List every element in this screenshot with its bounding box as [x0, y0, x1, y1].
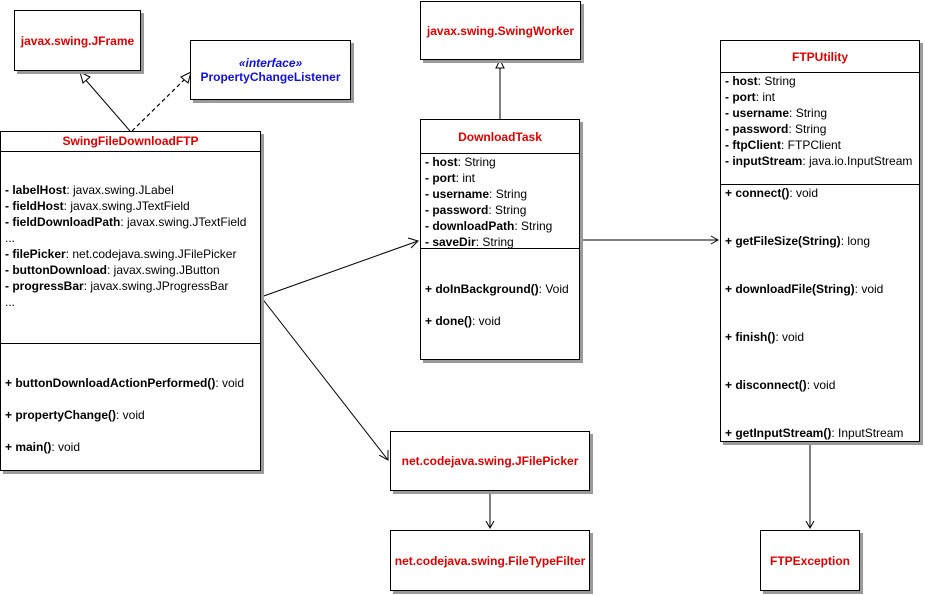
association-arrowhead-downloadtask	[407, 237, 419, 249]
downloadtask-op-1: + done(): void	[425, 314, 501, 328]
ftputility-attr-1: - port: int	[725, 90, 775, 104]
main-attr-3: ...	[5, 231, 16, 245]
association-arrowhead-ftpexception	[805, 520, 815, 530]
class-downloadtask-ops-divider	[421, 248, 579, 249]
main-op-2: + main(): void	[5, 440, 81, 454]
class-swingworker-name: javax.swing.SwingWorker	[426, 23, 575, 38]
ftputility-op-2: + downloadFile(String): void	[725, 282, 884, 296]
ftputility-attr-3: - password: String	[725, 122, 827, 136]
realization-pcl	[131, 77, 187, 132]
class-downloadtask-name: DownloadTask	[458, 130, 542, 144]
class-filetypefilter: net.codejava.swing.FileTypeFilter	[390, 530, 590, 591]
class-downloadtask-name-divider	[421, 153, 579, 154]
ftputility-attr-4: - ftpClient: FTPClient	[725, 138, 842, 152]
class-main-name: SwingFileDownloadFTP	[62, 134, 199, 148]
class-swing-file-download-ftp: SwingFileDownloadFTP - labelHost: javax.…	[0, 131, 261, 471]
association-downloadtask	[260, 240, 419, 298]
class-jfilepicker: net.codejava.swing.JFilePicker	[390, 431, 590, 491]
interface-property-change-listener: «interface» PropertyChangeListener	[190, 40, 351, 100]
main-attr-7: ...	[5, 295, 16, 309]
main-attr-0: - labelHost: javax.swing.JLabel	[5, 183, 174, 197]
class-jframe-name: javax.swing.JFrame	[20, 33, 135, 48]
ftputility-attr-2: - username: String	[725, 106, 828, 120]
downloadtask-attr-1: - port: int	[425, 171, 475, 185]
class-filetypefilter-name: net.codejava.swing.FileTypeFilter	[394, 553, 586, 568]
class-ftpexception-name: FTPException	[769, 553, 850, 568]
interface-stereotype: «interface»	[238, 56, 303, 70]
class-main-name-divider	[1, 151, 260, 152]
ftputility-op-0: + connect(): void	[725, 186, 819, 200]
ftputility-op-5: + getInputStream(): InputStream	[725, 426, 904, 440]
association-arrowhead-jfilepicker	[378, 450, 389, 461]
ftputility-op-1: + getFileSize(String): long	[725, 234, 871, 248]
interface-pcl-name: PropertyChangeListener	[200, 70, 341, 84]
class-swingworker: javax.swing.SwingWorker	[420, 1, 581, 60]
downloadtask-op-0: + doInBackground(): Void	[425, 282, 569, 296]
class-ftputility-name-divider	[721, 72, 919, 73]
generalization-arrowhead-jframe	[79, 71, 91, 84]
downloadtask-attr-3: - password: String	[425, 203, 527, 217]
generalization-arrowhead-swingworker	[495, 58, 505, 69]
downloadtask-attr-4: - downloadPath: String	[425, 219, 553, 233]
class-main-ops-divider	[1, 343, 260, 344]
association-jfilepicker	[260, 296, 389, 461]
main-attr-5: - buttonDownload: javax.swing.JButton	[5, 263, 220, 277]
generalization-jframe	[83, 77, 131, 132]
ftputility-op-4: + disconnect(): void	[725, 378, 836, 392]
downloadtask-attr-5: - saveDir: String	[425, 235, 514, 249]
main-op-0: + buttonDownloadActionPerformed(): void	[5, 376, 245, 390]
main-attr-1: - fieldHost: javax.swing.JTextField	[5, 199, 190, 213]
class-ftp-utility: FTPUtility - host: String - port: int - …	[720, 40, 920, 442]
main-attr-2: - fieldDownloadPath: javax.swing.JTextFi…	[5, 215, 247, 229]
ftputility-op-3: + finish(): void	[725, 330, 805, 344]
main-op-1: + propertyChange(): void	[5, 408, 145, 422]
class-ftputility-name: FTPUtility	[792, 50, 848, 64]
association-arrowhead-ftputility	[710, 235, 720, 245]
downloadtask-attr-2: - username: String	[425, 187, 528, 201]
class-jframe: javax.swing.JFrame	[14, 10, 141, 71]
class-download-task: DownloadTask - host: String - port: int …	[420, 119, 580, 360]
realization-arrowhead-pcl	[180, 71, 192, 84]
main-attr-6: - progressBar: javax.swing.JProgressBar	[5, 279, 229, 293]
class-ftpexception: FTPException	[760, 530, 860, 591]
class-ftputility-ops-divider	[721, 184, 919, 185]
main-attr-4: - filePicker: net.codejava.swing.JFilePi…	[5, 247, 237, 261]
ftputility-attr-5: - inputStream: java.io.InputStream	[725, 154, 913, 168]
association-arrowhead-filetypefilter	[485, 520, 495, 530]
class-jfilepicker-name: net.codejava.swing.JFilePicker	[401, 454, 579, 468]
downloadtask-attr-0: - host: String	[425, 155, 496, 169]
ftputility-attr-0: - host: String	[725, 74, 796, 88]
